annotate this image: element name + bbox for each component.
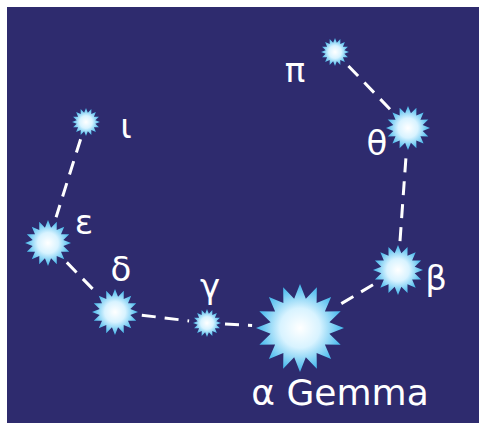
constellation-line	[225, 324, 252, 325]
star-burst	[373, 245, 423, 295]
star: ε	[25, 220, 71, 266]
star-burst	[25, 220, 71, 266]
constellation-line	[142, 315, 189, 321]
star-shape	[373, 245, 423, 295]
star-shape	[72, 108, 100, 136]
star-label: γ	[200, 269, 220, 303]
star: δ	[92, 289, 138, 335]
star-shape	[386, 106, 430, 150]
star-label: δ	[111, 252, 132, 286]
star: π	[321, 38, 349, 66]
constellation-line	[341, 285, 373, 304]
star: γ	[193, 309, 221, 337]
star-burst	[92, 289, 138, 335]
constellation-line	[400, 154, 406, 241]
star-label: β	[425, 261, 447, 295]
star-shape	[92, 289, 138, 335]
star: ι	[72, 108, 100, 136]
star-burst	[193, 309, 221, 337]
star-label: α Gemma	[251, 375, 428, 411]
star-burst	[386, 106, 430, 150]
star-burst	[72, 108, 100, 136]
star: θ	[386, 106, 430, 150]
star-label: ι	[120, 109, 132, 143]
star: β	[373, 245, 423, 295]
star-burst	[256, 284, 344, 372]
constellation-line	[67, 262, 96, 292]
star-shape	[25, 220, 71, 266]
star-label: θ	[367, 126, 388, 160]
sky-background	[7, 7, 479, 423]
star-burst	[321, 38, 349, 66]
star: α Gemma	[256, 284, 344, 372]
star-shape	[256, 284, 344, 372]
star-label: π	[285, 53, 305, 87]
star-shape	[321, 38, 349, 66]
star-shape	[193, 309, 221, 337]
constellation-line	[348, 65, 391, 109]
star-label: ε	[75, 205, 93, 239]
